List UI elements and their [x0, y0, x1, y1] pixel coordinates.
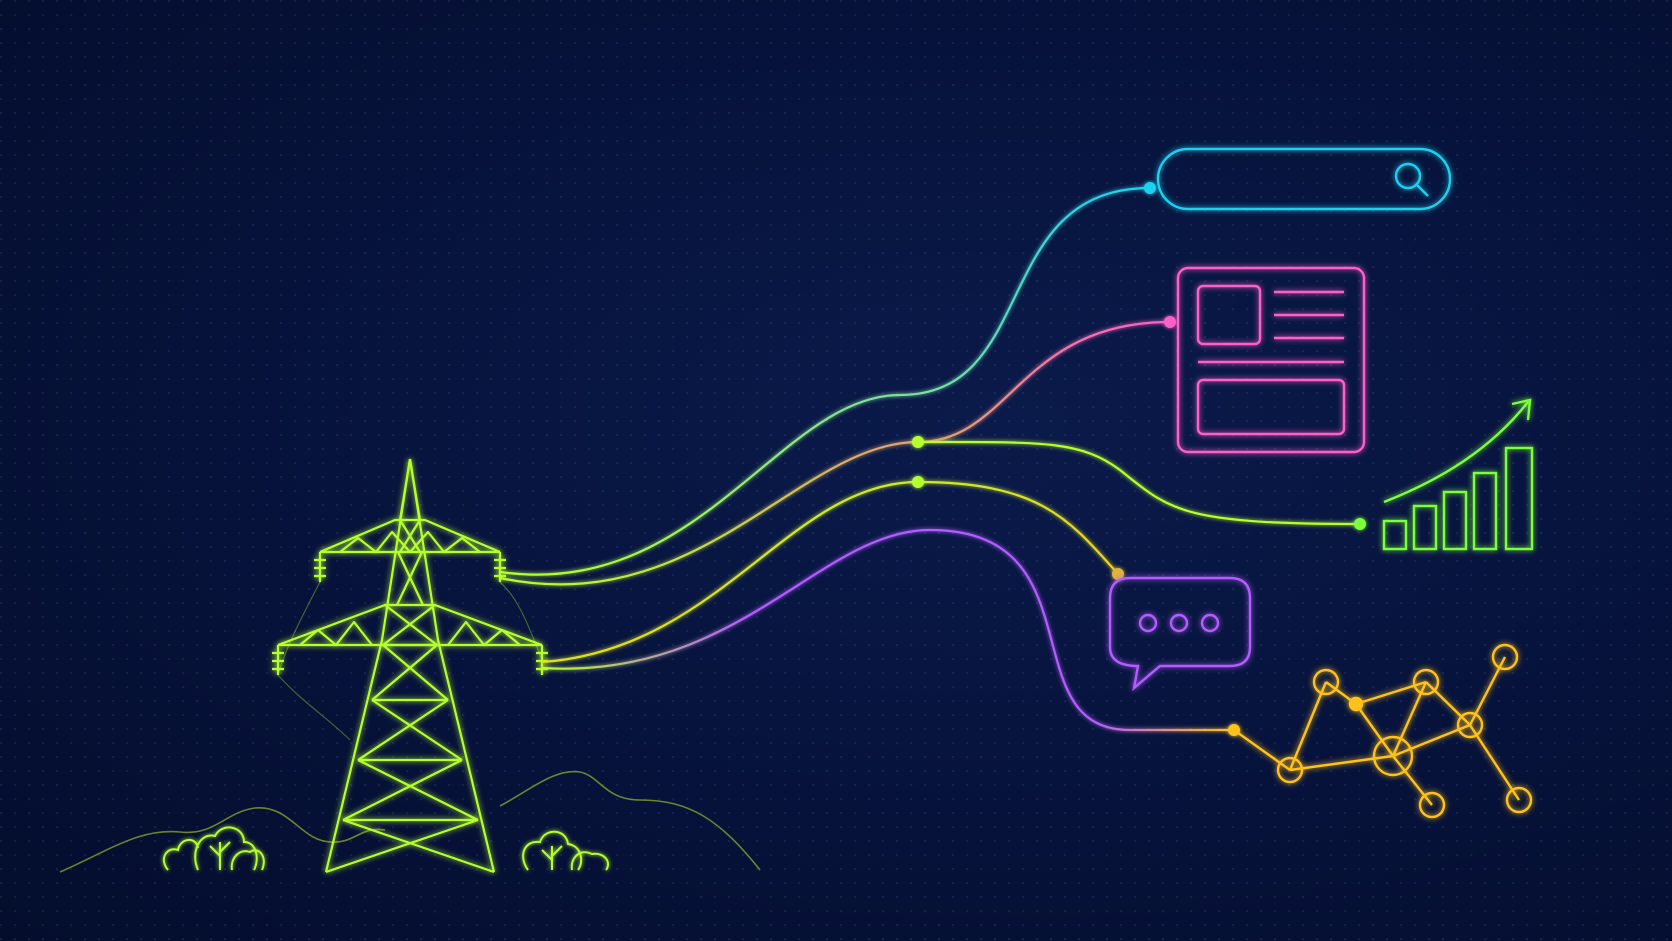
- search-icon: [1394, 162, 1429, 197]
- ground-hills: [59, 770, 761, 873]
- network-hub-dot: [1348, 696, 1364, 712]
- typing-dot: [1200, 613, 1220, 633]
- document-card: [1176, 266, 1366, 454]
- image-placeholder-icon: [1196, 284, 1262, 346]
- junction-dots: [912, 182, 1366, 736]
- chart-bar: [1382, 519, 1408, 551]
- network-node: [1412, 668, 1440, 696]
- line-to-network: [541, 528, 1234, 732]
- network-node: [1276, 756, 1304, 784]
- connection-lines: [499, 186, 1361, 732]
- typing-dot: [1169, 613, 1189, 633]
- growth-chart: [1382, 398, 1534, 551]
- search-bar: [1156, 147, 1452, 211]
- line-to-chart: [917, 440, 1361, 526]
- chart-bar: [1442, 490, 1468, 551]
- network-node: [1418, 791, 1446, 819]
- line-to-chat: [541, 480, 1119, 664]
- typing-dot: [1138, 613, 1158, 633]
- network-node: [1491, 643, 1519, 671]
- network-graph: [1233, 643, 1533, 819]
- chart-bar: [1504, 446, 1534, 551]
- network-node: [1372, 735, 1414, 777]
- sagging-wires: [277, 581, 543, 741]
- chart-bar: [1412, 504, 1438, 551]
- chat-bubble: [1108, 576, 1252, 692]
- bush-icon: [522, 830, 610, 871]
- chart-bar: [1472, 471, 1498, 551]
- network-node: [1505, 786, 1533, 814]
- line-to-document: [499, 320, 1171, 586]
- bush-icon: [162, 826, 265, 871]
- trend-arrow: [1383, 401, 1529, 504]
- network-node: [1312, 668, 1340, 696]
- transmission-tower: [272, 458, 548, 874]
- line-to-search: [499, 186, 1151, 576]
- network-node: [1456, 711, 1484, 739]
